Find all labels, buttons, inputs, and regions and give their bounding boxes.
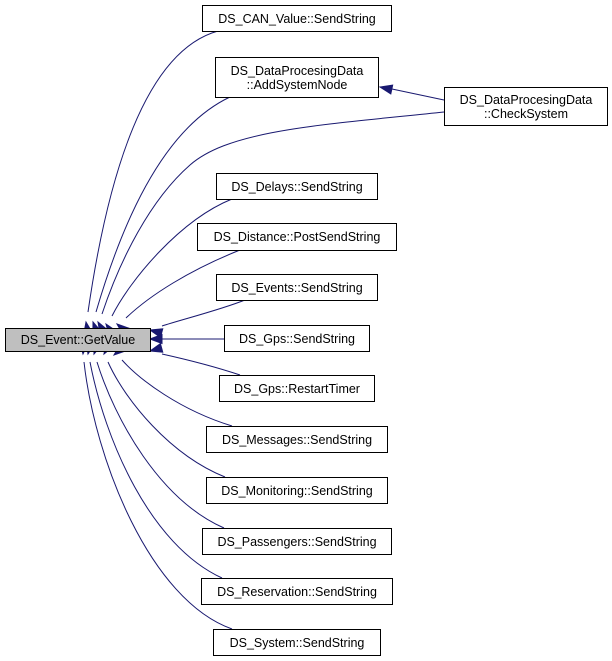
edge-checksys-to-addsys — [391, 88, 445, 101]
edge-passengers-to-root — [96, 361, 225, 529]
node-monitoring-sendstring[interactable]: DS_Monitoring::SendString — [206, 477, 388, 504]
arrowhead-gpstimer-to-root — [148, 342, 164, 353]
edge-system-to-root — [83, 361, 233, 630]
node-messages-sendstring[interactable]: DS_Messages::SendString — [206, 426, 388, 453]
edge-can-to-root — [87, 30, 219, 313]
edge-messages-to-root — [121, 359, 233, 427]
node-can-value-sendstring[interactable]: DS_CAN_Value::SendString — [202, 5, 392, 32]
node-gps-restarttimer[interactable]: DS_Gps::RestartTimer — [219, 375, 375, 402]
node-system-sendstring[interactable]: DS_System::SendString — [213, 629, 381, 656]
edge-delays-to-root — [111, 198, 233, 317]
edge-checksys-to-root — [101, 111, 445, 315]
node-distance-postsendstring[interactable]: DS_Distance::PostSendString — [197, 223, 397, 251]
node-passengers-sendstring[interactable]: DS_Passengers::SendString — [202, 528, 392, 555]
edge-distance-to-root — [125, 249, 241, 319]
arrowhead-gpssend-to-root — [148, 333, 163, 345]
edge-addsys-to-root — [95, 96, 231, 313]
node-addsystemnode[interactable]: DS_DataProcesingData ::AddSystemNode — [215, 57, 379, 98]
node-events-sendstring[interactable]: DS_Events::SendString — [216, 274, 378, 301]
edge-gpstimer-to-root — [161, 353, 241, 376]
edge-monitoring-to-root — [107, 361, 226, 478]
node-delays-sendstring[interactable]: DS_Delays::SendString — [216, 173, 378, 200]
edge-reservation-to-root — [89, 361, 223, 579]
node-root: DS_Event::GetValue — [5, 328, 151, 352]
node-reservation-sendstring[interactable]: DS_Reservation::SendString — [201, 578, 393, 605]
node-gps-sendstring[interactable]: DS_Gps::SendString — [224, 325, 370, 352]
arrowhead-checksys-to-addsys — [378, 84, 394, 95]
node-checksystem[interactable]: DS_DataProcesingData ::CheckSystem — [444, 87, 608, 126]
edge-events-to-root — [161, 299, 246, 327]
